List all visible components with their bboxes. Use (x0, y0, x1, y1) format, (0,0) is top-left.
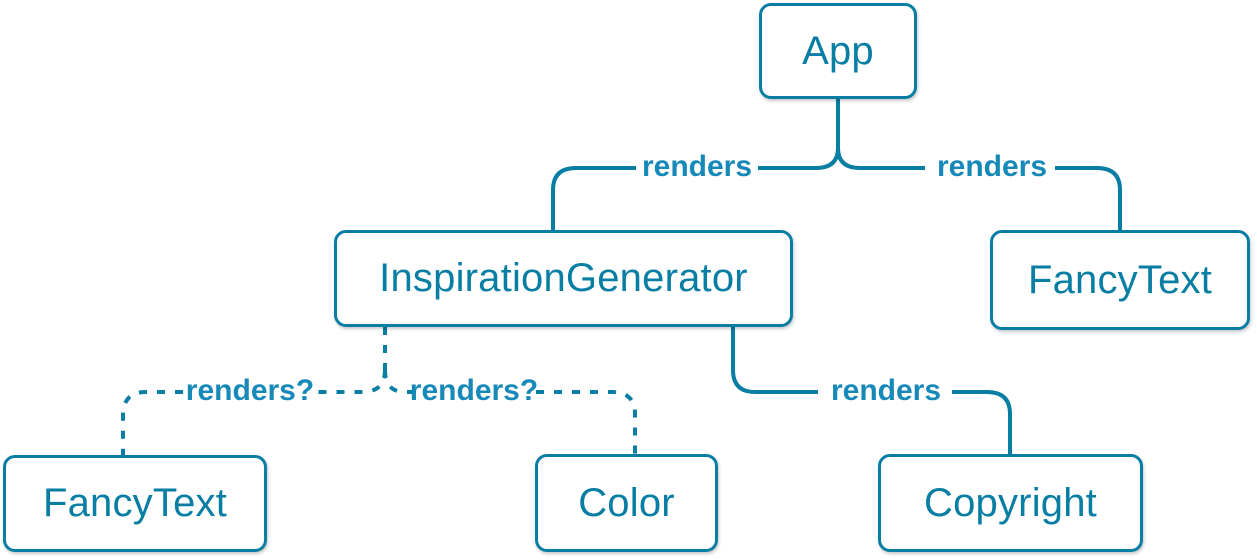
node-color-label: Color (578, 480, 675, 525)
edge-label-renders-app-fancytext: renders (936, 150, 1048, 183)
edge-inspirationgenerator-to-color (383, 369, 413, 394)
edge-label-renders-inspirationgenerator-color: renders? (409, 374, 539, 407)
edge-inspirationgenerator-to-fancytext (121, 390, 183, 455)
node-inspiration-generator-label: InspirationGenerator (379, 256, 748, 300)
edge-label-renders-inspirationgenerator-fancytext: renders? (185, 374, 315, 407)
node-fancy-text-bottom: FancyText (3, 455, 267, 552)
edge-label-renders-inspirationgenerator-copyright: renders (830, 374, 942, 407)
node-inspiration-generator: InspirationGenerator (334, 230, 793, 327)
edge-inspirationgenerator-to-color (536, 390, 637, 454)
edge-app-to-inspirationgenerator (758, 147, 840, 170)
node-copyright: Copyright (878, 454, 1143, 552)
edge-app-to-fancytext (1055, 166, 1122, 230)
node-copyright-label: Copyright (924, 480, 1097, 525)
edge-inspirationgenerator-to-copyright (731, 327, 818, 394)
node-app-label: App (802, 28, 874, 73)
node-app: App (759, 3, 917, 99)
node-fancy-text-bottom-label: FancyText (42, 481, 228, 525)
edge-inspirationgenerator-to-fancytext (318, 369, 387, 394)
node-fancy-text-top: FancyText (990, 230, 1250, 330)
node-color: Color (535, 454, 718, 552)
edge-label-renders-app-inspirationgenerator: renders (641, 150, 753, 183)
edge-inspirationgenerator-to-copyright (952, 390, 1012, 454)
edge-app-to-inspirationgenerator (551, 166, 636, 230)
edge-app-to-fancytext (836, 147, 925, 170)
node-fancy-text-top-label: FancyText (1027, 257, 1213, 302)
